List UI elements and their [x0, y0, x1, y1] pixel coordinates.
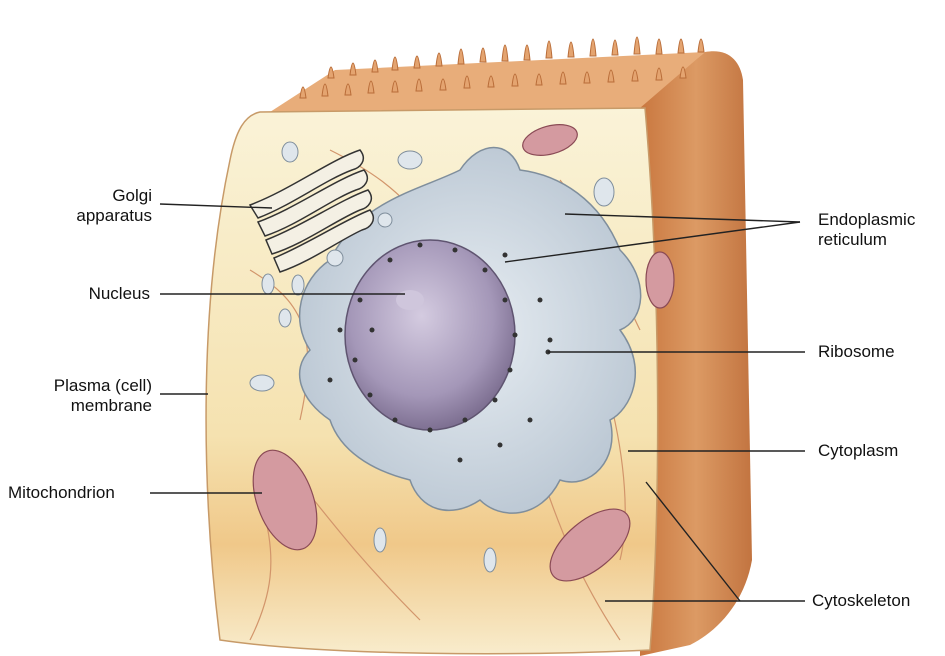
mitochondrion-label: Mitochondrion [8, 483, 115, 503]
golgi-label-line1: Golgi [60, 186, 152, 206]
cytoplasm-label: Cytoplasm [818, 441, 898, 461]
nucleolus [396, 290, 424, 310]
golgi-label-line2: apparatus [60, 206, 152, 226]
nucleus-shape [345, 240, 515, 430]
er-label-line1: Endoplasmic [818, 210, 915, 230]
er-label-line2: reticulum [818, 230, 915, 250]
plasma-membrane-label: Plasma (cell) membrane [10, 376, 152, 416]
nucleus-label: Nucleus [40, 284, 150, 304]
plasma-label-line1: Plasma (cell) [10, 376, 152, 396]
er-label: Endoplasmic reticulum [818, 210, 915, 250]
golgi-label: Golgi apparatus [60, 186, 152, 226]
plasma-label-line2: membrane [10, 396, 152, 416]
ribosome-label: Ribosome [818, 342, 895, 362]
cell-top-face [270, 52, 705, 112]
cytoskeleton-label: Cytoskeleton [812, 591, 910, 611]
